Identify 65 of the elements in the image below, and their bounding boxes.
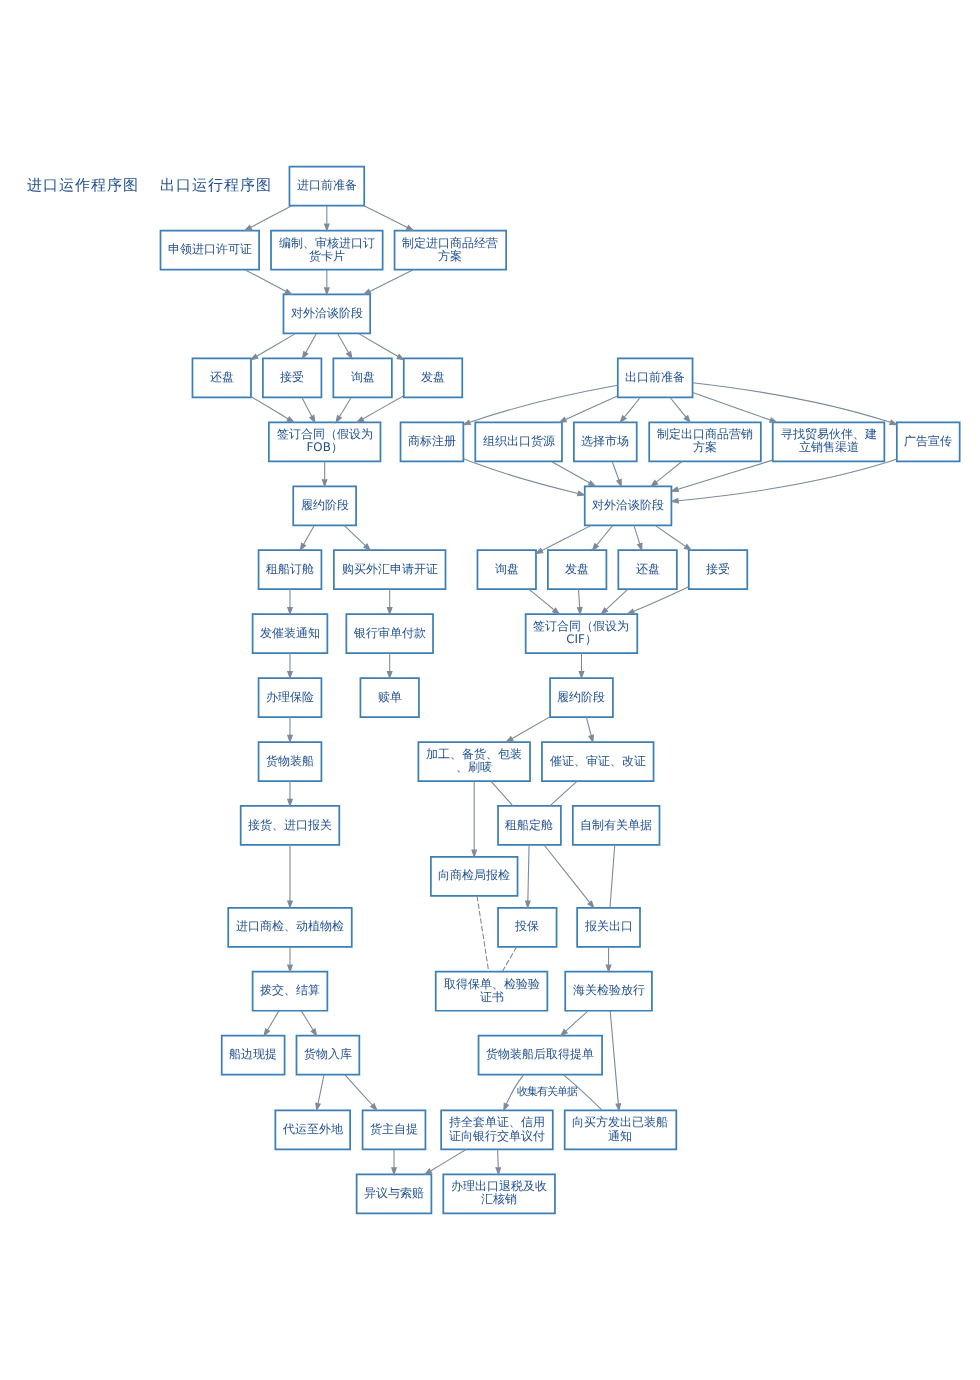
arrow xyxy=(385,652,392,680)
arrow xyxy=(648,460,682,488)
connector xyxy=(548,780,577,807)
arrow xyxy=(361,269,413,296)
arrow xyxy=(262,1010,279,1037)
arrow xyxy=(668,397,691,424)
connector xyxy=(500,946,517,973)
arrow xyxy=(549,460,596,487)
arrow xyxy=(248,333,295,361)
arrow xyxy=(691,391,778,423)
arrow xyxy=(300,397,315,424)
connector xyxy=(475,895,489,973)
arrow xyxy=(243,269,293,296)
arrow xyxy=(669,458,897,504)
arrow xyxy=(357,333,405,361)
arrow xyxy=(542,844,594,909)
arrow xyxy=(343,1074,377,1112)
arrow xyxy=(285,652,293,680)
arrow xyxy=(577,652,584,680)
arrow xyxy=(336,333,352,360)
arrow xyxy=(300,333,316,360)
arrow xyxy=(389,1149,397,1176)
arrow xyxy=(558,1010,588,1037)
arrow xyxy=(285,588,293,616)
arrow xyxy=(610,460,621,488)
arrow xyxy=(608,1010,621,1112)
connector xyxy=(608,844,615,909)
arrow xyxy=(362,205,414,232)
arrow xyxy=(669,459,773,493)
arrow xyxy=(632,524,642,552)
arrow xyxy=(298,524,314,552)
arrow xyxy=(285,946,293,974)
arrow xyxy=(320,460,327,488)
arrow xyxy=(285,844,293,910)
arrow xyxy=(385,588,392,616)
arrow xyxy=(462,458,585,497)
arrow xyxy=(299,1010,317,1037)
arrow xyxy=(249,396,295,424)
arrow xyxy=(503,716,550,743)
arrow xyxy=(354,395,404,424)
arrow xyxy=(285,716,293,744)
arrow xyxy=(584,716,593,744)
connector xyxy=(489,780,513,807)
arrow xyxy=(618,397,640,424)
arrow xyxy=(653,524,692,552)
arrow xyxy=(494,1149,501,1176)
arrow xyxy=(691,382,898,426)
arrow xyxy=(342,524,371,552)
arrow xyxy=(242,205,292,232)
arrow xyxy=(557,395,618,423)
arrow xyxy=(470,780,477,859)
arrow xyxy=(625,586,689,615)
arrow xyxy=(590,524,613,552)
arrow xyxy=(502,1074,524,1112)
arrow xyxy=(314,1074,324,1112)
arrow xyxy=(523,844,530,910)
arrow xyxy=(575,588,582,616)
arrow xyxy=(533,524,591,555)
connector xyxy=(562,1074,602,1111)
arrow xyxy=(599,588,628,616)
arrow xyxy=(461,384,618,426)
arrow xyxy=(285,780,293,808)
arrow xyxy=(527,588,560,616)
arrow xyxy=(422,1149,466,1176)
arrow xyxy=(334,397,351,424)
